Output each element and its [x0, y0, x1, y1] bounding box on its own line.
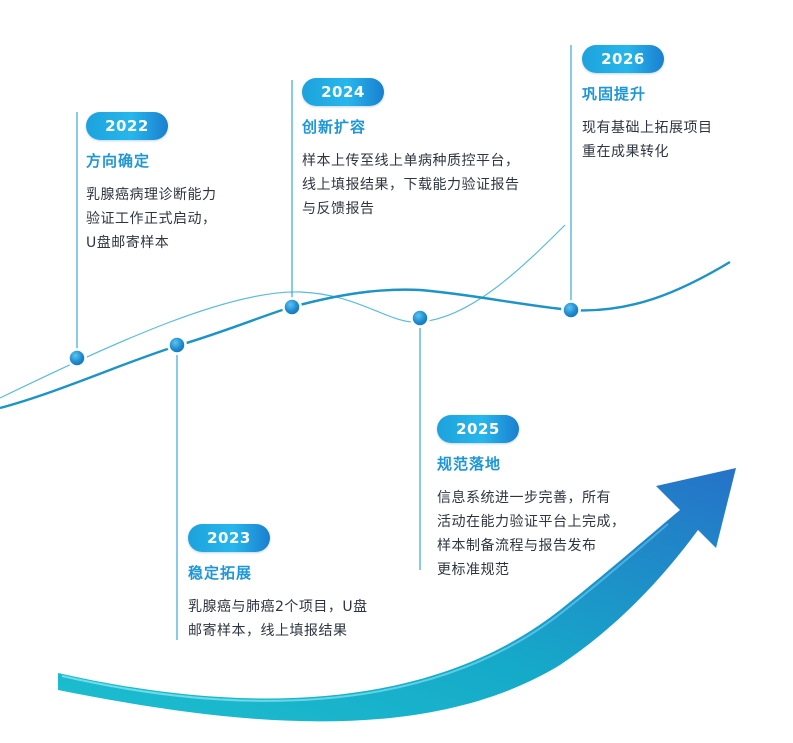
year-badge: 2023	[188, 524, 270, 552]
description-line: 样本上传至线上单病种质控平台，	[302, 153, 520, 169]
description-line: 乳腺癌病理诊断能力	[86, 187, 217, 203]
milestone-title: 规范落地	[437, 455, 502, 473]
year-badge: 2022	[86, 112, 168, 140]
description-line: 现有基础上拓展项目	[582, 120, 713, 136]
milestone-2022: 2022 方向确定 乳腺癌病理诊断能力 验证工作正式启动， U盘邮寄样本	[86, 112, 217, 255]
description-line: 线上填报结果，下载能力验证报告	[302, 177, 520, 193]
main-timeline-curve	[0, 260, 731, 410]
description-line: 更标准规范	[437, 562, 510, 578]
milestone-description: 样本上传至线上单病种质控平台， 线上填报结果，下载能力验证报告 与反馈报告	[302, 149, 520, 221]
timeline-node-2024	[282, 297, 302, 317]
description-line: 重在成果转化	[582, 144, 669, 160]
milestone-title: 创新扩容	[302, 118, 367, 136]
year-badge: 2024	[302, 78, 384, 106]
milestone-description: 现有基础上拓展项目 重在成果转化	[582, 116, 713, 164]
milestone-title: 方向确定	[86, 152, 151, 170]
milestone-description: 信息系统进一步完善，所有 活动在能力验证平台上完成， 样本制备流程与报告发布 更…	[437, 486, 626, 582]
timeline-node-2026	[561, 300, 581, 320]
milestone-title: 巩固提升	[582, 85, 647, 103]
milestone-title: 稳定拓展	[188, 564, 253, 582]
description-line: 信息系统进一步完善，所有	[437, 490, 611, 506]
milestone-2024: 2024 创新扩容 样本上传至线上单病种质控平台， 线上填报结果，下载能力验证报…	[302, 78, 520, 221]
milestone-2025: 2025 规范落地 信息系统进一步完善，所有 活动在能力验证平台上完成， 样本制…	[437, 415, 626, 582]
timeline-node-2022	[67, 348, 87, 368]
milestone-2026: 2026 巩固提升 现有基础上拓展项目 重在成果转化	[582, 45, 713, 164]
year-badge: 2025	[437, 415, 519, 443]
description-line: 邮寄样本，线上填报结果	[188, 623, 348, 639]
milestone-description: 乳腺癌与肺癌2个项目，U盘 邮寄样本，线上填报结果	[188, 595, 368, 643]
description-line: 乳腺癌与肺癌2个项目，U盘	[188, 599, 368, 615]
thin-trend-curve	[0, 224, 566, 399]
description-line: U盘邮寄样本	[86, 235, 170, 251]
milestone-2023: 2023 稳定拓展 乳腺癌与肺癌2个项目，U盘 邮寄样本，线上填报结果	[188, 524, 368, 643]
description-line: 活动在能力验证平台上完成，	[437, 514, 626, 530]
growth-arrow	[58, 468, 736, 722]
timeline-node-2025	[410, 308, 430, 328]
milestone-description: 乳腺癌病理诊断能力 验证工作正式启动， U盘邮寄样本	[86, 183, 217, 255]
description-line: 与反馈报告	[302, 201, 375, 217]
description-line: 样本制备流程与报告发布	[437, 538, 597, 554]
description-line: 验证工作正式启动，	[86, 211, 217, 227]
year-badge: 2026	[582, 45, 664, 73]
timeline-node-2023	[167, 335, 187, 355]
